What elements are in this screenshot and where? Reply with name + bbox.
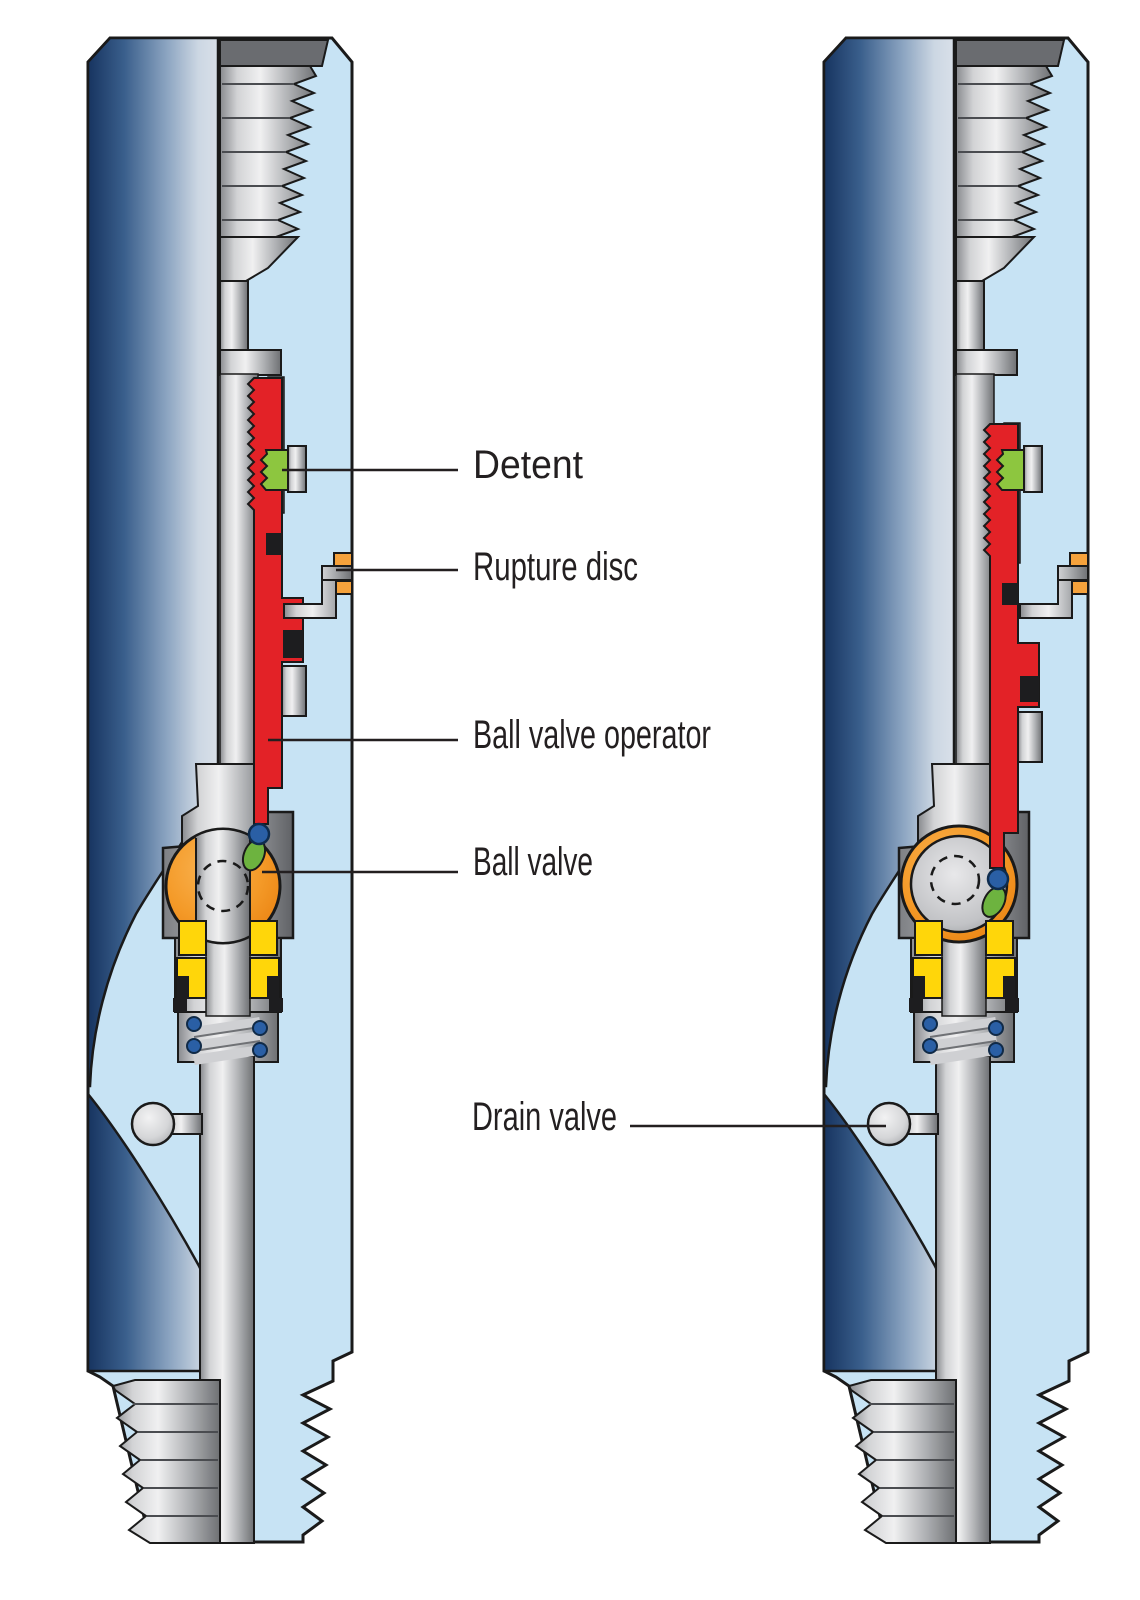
ball-valve-operator-rod xyxy=(982,422,1043,869)
ball-bore-dashed-circle xyxy=(929,854,981,906)
ball-valve-label: Ball valve xyxy=(473,840,593,884)
ball-valve-operator-rod xyxy=(246,376,307,825)
ball-bore-dashed-circle xyxy=(196,859,250,913)
left-tool-view xyxy=(86,36,354,1545)
ball-valve-operator-label: Ball valve operator xyxy=(473,713,711,757)
drain-valve-label: Drain valve xyxy=(472,1095,617,1139)
rupture-disc-label: Rupture disc xyxy=(473,545,638,589)
right-tool-view xyxy=(822,36,1090,1545)
tool-body-shell xyxy=(86,36,354,1545)
operator-pin xyxy=(241,822,271,872)
operator-pin xyxy=(981,867,1010,918)
callouts: Detent Rupture disc Ball valve operator … xyxy=(262,443,886,1139)
detent-label: Detent xyxy=(473,443,583,487)
tool-body-shell xyxy=(822,36,1090,1545)
